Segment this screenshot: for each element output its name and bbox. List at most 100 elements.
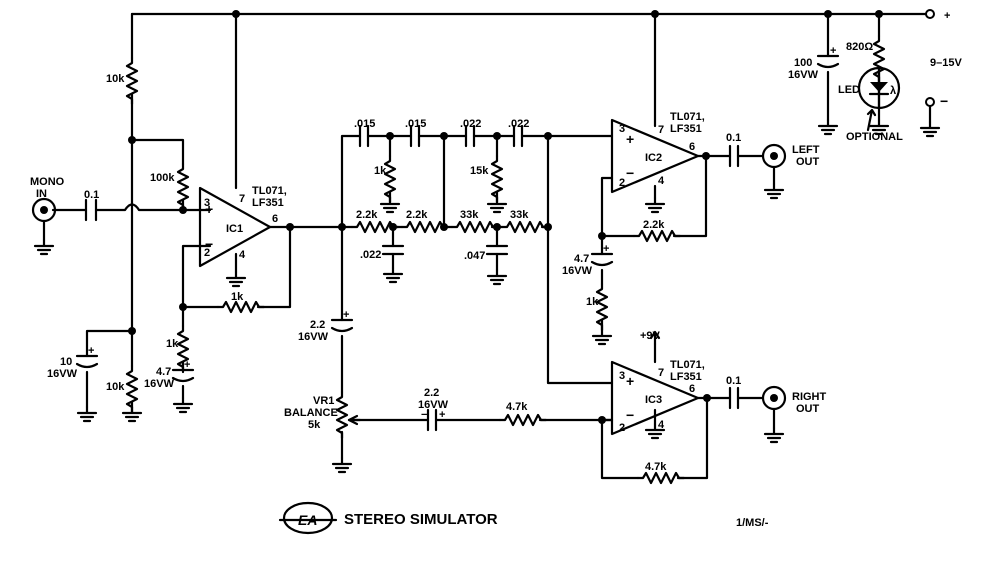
ic2-pin7: 7 <box>658 124 664 136</box>
opamp-ic2-symbol <box>610 118 700 194</box>
vr1-desc: BALANCE <box>284 407 338 419</box>
ic3-pin6: 6 <box>689 383 695 395</box>
c-in-label: 0.1 <box>84 189 99 201</box>
ic2-minus: − <box>626 165 634 181</box>
c-022-shunt-label: .022 <box>360 249 381 261</box>
left-out-line2: OUT <box>796 156 820 168</box>
led-lambda: λ <box>890 85 896 97</box>
ic1-pin6: 6 <box>272 213 278 225</box>
r-33k-a-label: 33k <box>460 209 479 221</box>
ic3-minus: − <box>626 407 634 423</box>
c-bal-out-voltage: 16VW <box>418 399 449 411</box>
ic3-pin4: 4 <box>658 419 665 431</box>
plus-9v-arrow <box>649 330 661 346</box>
r-led-label: 820Ω <box>846 41 873 53</box>
ic3-name: IC3 <box>645 394 662 406</box>
ic1-minus: − <box>205 236 213 252</box>
supply-range-label: 9–15V <box>930 57 962 69</box>
capacitors <box>75 54 840 432</box>
ic2-pin4: 4 <box>658 175 665 187</box>
c-bias-value: 10 <box>60 356 72 368</box>
logo-text: EA <box>298 512 317 528</box>
ic3-pin2: 2 <box>619 422 625 434</box>
ic2-pin2: 2 <box>619 177 625 189</box>
left-out-line1: LEFT <box>792 144 820 156</box>
ic1-name: IC1 <box>226 223 243 235</box>
c-022b-label: .022 <box>508 118 529 130</box>
vr1-name: VR1 <box>313 395 334 407</box>
c-bal-in-voltage: 16VW <box>298 331 329 343</box>
r-1k-shunt-label: 1k <box>374 165 387 177</box>
led-label: LED <box>838 84 860 96</box>
diagram-title: STEREO SIMULATOR <box>344 511 498 528</box>
supply-minus-terminal <box>925 97 935 107</box>
right-out-line2: OUT <box>796 403 820 415</box>
opamp-ic1-symbol <box>198 186 272 268</box>
r-fb1-label: 1k <box>231 291 244 303</box>
r-47k-in-label: 4.7k <box>506 401 528 413</box>
ea-logo: EA <box>278 501 338 535</box>
labels: MONO IN 0.1 10k 10k 100k 10 16VW + TL071… <box>30 10 962 529</box>
r-22k-b-label: 2.2k <box>406 209 428 221</box>
ic2-type-line1: TL071, <box>670 111 705 123</box>
c-015a-label: .015 <box>354 118 375 130</box>
r-fb2-label: 2.2k <box>643 219 665 231</box>
c-out3-label: 0.1 <box>726 375 741 387</box>
c-bal-out-plus: + <box>439 409 445 421</box>
resistors <box>125 34 886 485</box>
r-bias-100k-label: 100k <box>150 172 175 184</box>
optional-pointer-arrow <box>866 108 877 132</box>
right-out-jack <box>761 385 787 411</box>
ic2-type-line2: LF351 <box>670 123 702 135</box>
optional-label: OPTIONAL <box>846 131 903 143</box>
supply-minus-label: − <box>940 93 948 109</box>
c-g1-polarity: + <box>184 359 190 371</box>
c-supply-value: 100 <box>794 57 812 69</box>
mono-in-label-line2: IN <box>36 188 47 200</box>
r-33k-b-label: 33k <box>510 209 529 221</box>
r-22k-a-label: 2.2k <box>356 209 378 221</box>
c-supply-polarity: + <box>830 45 836 57</box>
ic3-pin3: 3 <box>619 370 625 382</box>
c-g2-value: 4.7 <box>574 253 589 265</box>
r-fb3-label: 4.7k <box>645 461 667 473</box>
ic1-pin4: 4 <box>239 249 246 261</box>
ic3-type-line2: LF351 <box>670 371 702 383</box>
junction-dots <box>128 10 883 424</box>
c-022a-label: .022 <box>460 118 481 130</box>
c-bal-in-polarity: + <box>343 309 349 321</box>
mono-in-jack <box>31 197 57 223</box>
c-supply-voltage: 16VW <box>788 69 819 81</box>
ic3-plus: + <box>626 373 634 389</box>
figure-ref: 1/MS/- <box>736 517 769 529</box>
right-out-line1: RIGHT <box>792 391 827 403</box>
c-015b-label: .015 <box>405 118 426 130</box>
ic3-pin7: 7 <box>658 367 664 379</box>
r-bot-10k-label: 10k <box>106 381 125 393</box>
opamp-ic3-symbol <box>610 360 700 436</box>
c-bias-polarity: + <box>88 345 94 357</box>
c-out2-label: 0.1 <box>726 132 741 144</box>
led-indicator <box>857 66 901 110</box>
ic3-type-line1: TL071, <box>670 359 705 371</box>
r-15k-shunt-label: 15k <box>470 165 489 177</box>
mono-in-label-line1: MONO <box>30 176 65 188</box>
c-g2-voltage: 16VW <box>562 265 593 277</box>
supply-plus-terminal <box>925 9 935 19</box>
ic2-name: IC2 <box>645 152 662 164</box>
ic1-plus: + <box>205 201 213 217</box>
c-bal-out-minus: − <box>421 409 427 421</box>
c-g1-voltage: 16VW <box>144 378 175 390</box>
r-g2-label: 1k <box>586 296 599 308</box>
supply-plus-label: + <box>944 10 950 22</box>
c-bal-in-value: 2.2 <box>310 319 325 331</box>
r-top-10k-label: 10k <box>106 73 125 85</box>
ic2-plus: + <box>626 131 634 147</box>
r-g1-label: 1k <box>166 338 179 350</box>
ic1-pin7: 7 <box>239 193 245 205</box>
ic1-type-line2: LF351 <box>252 197 284 209</box>
c-047-shunt-label: .047 <box>464 250 485 262</box>
c-bal-out-value: 2.2 <box>424 387 439 399</box>
ic1-type-line1: TL071, <box>252 185 287 197</box>
